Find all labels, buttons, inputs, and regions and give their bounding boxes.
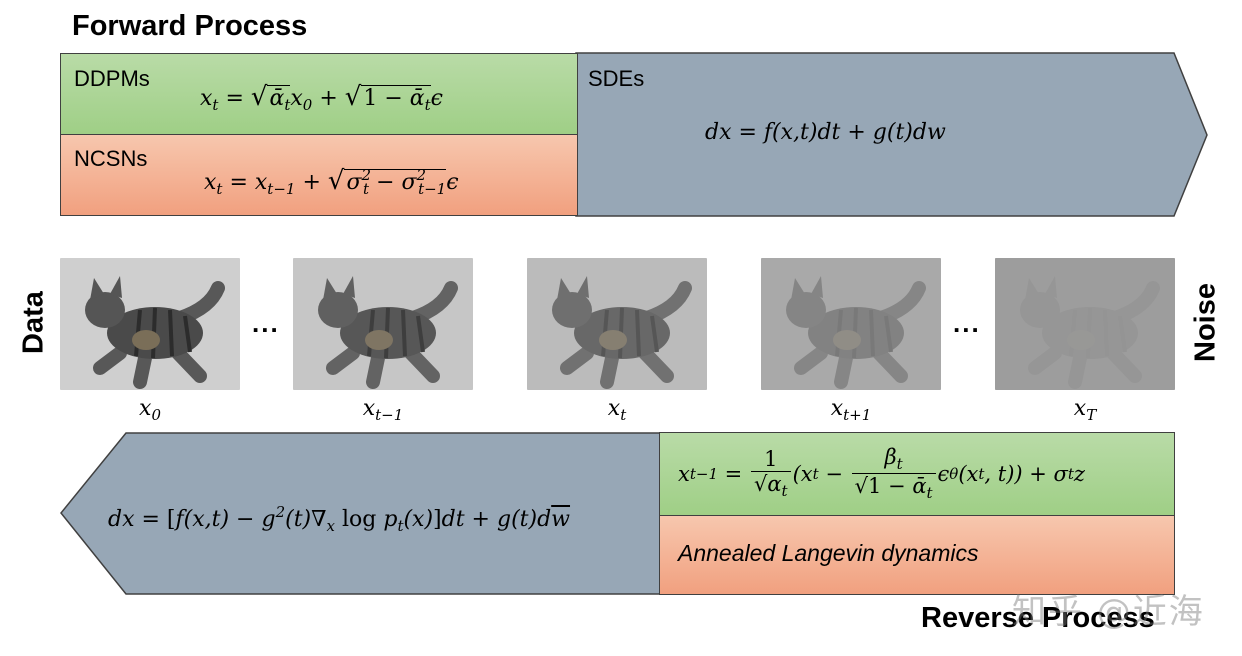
- ncsn-label: NCSNs: [74, 146, 148, 171]
- forward-process-title: Forward Process: [72, 10, 308, 42]
- frame-label-3: xt+1: [830, 396, 872, 424]
- frame-image-0: [60, 258, 240, 390]
- forward-sde-arrow: [575, 52, 1208, 217]
- langevin-box: [659, 515, 1175, 595]
- ddpm-reverse-box: [659, 432, 1175, 516]
- noise-overlay: [527, 258, 707, 390]
- ddpm-label: DDPMs: [74, 66, 150, 91]
- noise-overlay: [761, 258, 941, 390]
- frame-label-2: xt: [607, 396, 627, 424]
- data-side-label: Data: [17, 291, 50, 354]
- frame-label-1: xt−1: [362, 396, 404, 424]
- forward-sde-equation: dx = f(x,t)dt + g(t)dw: [705, 120, 946, 145]
- sde-label: SDEs: [588, 66, 645, 91]
- noise-overlay: [293, 258, 473, 390]
- frame-image-4: [995, 258, 1175, 390]
- ellipsis-right: ...: [953, 308, 981, 338]
- frame-image-1: [293, 258, 473, 390]
- ncsn-box: [60, 134, 578, 216]
- reverse-process-title: Reverse Process: [921, 602, 1155, 634]
- ddpm-equation: xt = √ᾱtx0 + √1 − ᾱtϵ: [200, 82, 443, 114]
- frame-label-4: xT: [1073, 396, 1097, 424]
- ellipsis-left: ...: [252, 308, 280, 338]
- noise-overlay: [995, 258, 1175, 390]
- noise-side-label: Noise: [1189, 283, 1222, 362]
- reverse-sde-equation: dx = [f(x,t) − g2(t)∇x log pt(x)]dt + g(…: [108, 503, 571, 535]
- frame-label-0: x0: [139, 396, 161, 424]
- ddpm-box: [60, 53, 578, 135]
- frame-image-3: [761, 258, 941, 390]
- ncsn-equation: xt = xt−1 + √σ2t − σ2t−1ϵ: [204, 166, 459, 198]
- watermark: 知乎 @近海: [1012, 592, 1205, 632]
- frame-image-2: [527, 258, 707, 390]
- langevin-label: Annealed Langevin dynamics: [678, 540, 979, 566]
